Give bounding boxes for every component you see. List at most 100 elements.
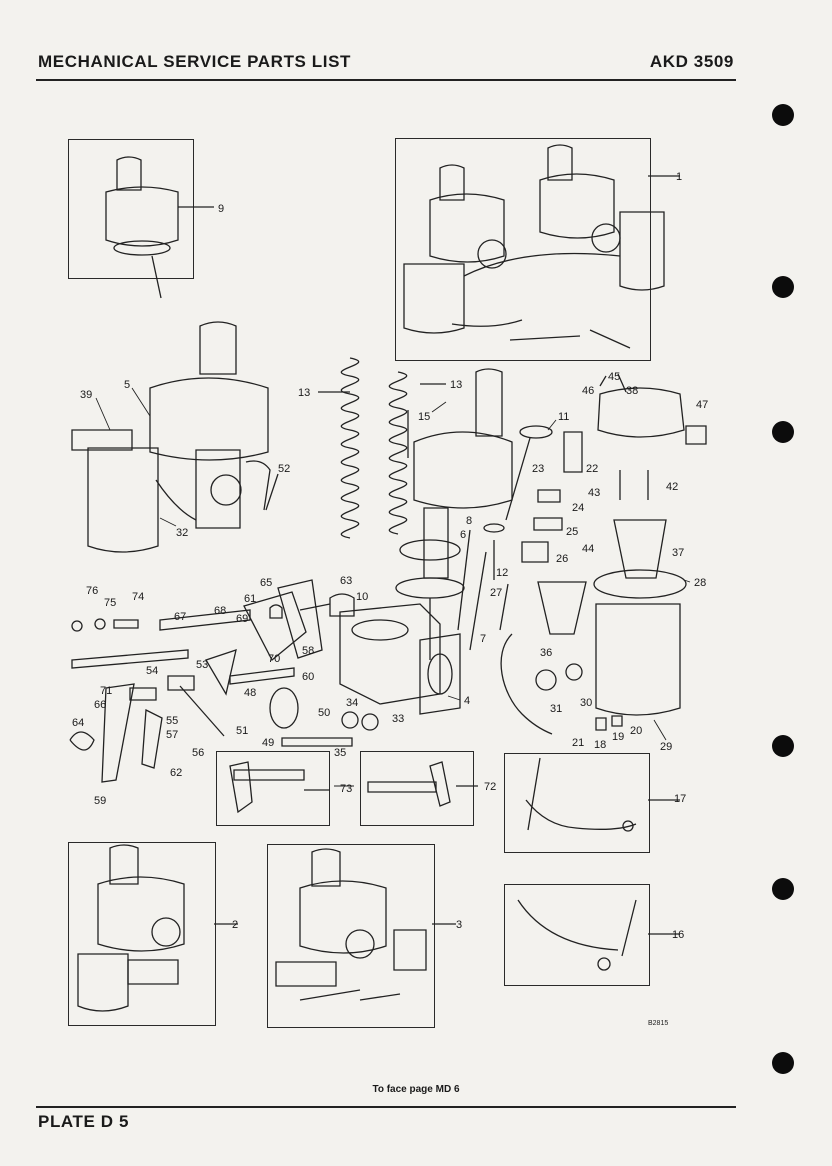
callout-19: 19: [612, 731, 624, 743]
callout-30: 30: [580, 697, 592, 709]
callout-1: 1: [676, 171, 682, 183]
callout-8: 8: [466, 515, 472, 527]
callout-63: 63: [340, 575, 352, 587]
suction-chamber-icon: [105, 156, 214, 299]
carburetter-single-icon: [71, 321, 279, 553]
callout-18: 18: [594, 739, 606, 751]
punch-hole-icon: [772, 735, 794, 757]
callout-69: 69: [236, 613, 248, 625]
callout-labels: 1 2 3 4 5 6 7 8 9 10 11 12 13 13 15 16 1…: [72, 171, 708, 941]
callout-54: 54: [146, 665, 158, 677]
callout-75: 75: [104, 597, 116, 609]
callout-58: 58: [302, 645, 314, 657]
callout-70: 70: [268, 653, 280, 665]
drawing-reference: B2815: [648, 1020, 669, 1027]
callout-36: 36: [540, 647, 552, 659]
callout-67: 67: [174, 611, 186, 623]
callout-21: 21: [572, 737, 584, 749]
callout-74: 74: [132, 591, 144, 603]
callout-35: 35: [334, 747, 346, 759]
callout-10: 10: [356, 591, 368, 603]
callout-26: 26: [556, 553, 568, 565]
leader-lines: [95, 387, 691, 787]
carburetter-single-icon: [77, 844, 238, 1012]
page-header-title: MECHANICAL SERVICE PARTS LIST: [38, 52, 352, 71]
fuel-pipe-icon: [500, 633, 623, 735]
callout-34: 34: [346, 697, 358, 709]
callout-6: 6: [460, 529, 466, 541]
page-header-code: AKD 3509: [649, 52, 734, 71]
callout-25: 25: [566, 526, 578, 538]
callout-11: 11: [558, 411, 569, 423]
float-chamber-icon: [537, 373, 707, 716]
callout-47: 47: [696, 399, 708, 411]
callout-71: 71: [100, 685, 112, 697]
carburetter-single-icon: [275, 848, 456, 1001]
callout-33: 33: [392, 713, 404, 725]
callout-28: 28: [694, 577, 706, 589]
callout-15: 15: [418, 411, 430, 423]
callout-3: 3: [456, 919, 462, 931]
callout-2: 2: [232, 919, 238, 931]
frame-item-17: [504, 753, 650, 853]
callout-13b: 13: [450, 379, 462, 391]
callout-46: 46: [582, 385, 594, 397]
callout-65: 65: [260, 577, 272, 589]
callout-48: 48: [244, 687, 256, 699]
callout-22: 22: [586, 463, 598, 475]
callout-9: 9: [218, 203, 224, 215]
callout-73: 73: [340, 783, 352, 795]
frame-item-3: [267, 844, 435, 1028]
callout-44: 44: [582, 543, 594, 555]
punch-hole-icon: [772, 878, 794, 900]
fuel-pipe-icon: [517, 757, 680, 971]
throttle-spindle-icon: [69, 579, 379, 783]
callout-16: 16: [672, 929, 684, 941]
callout-37: 37: [672, 547, 684, 559]
callout-7: 7: [480, 633, 486, 645]
callout-12: 12: [496, 567, 508, 579]
piston-spring-icon: [318, 357, 446, 539]
callout-17: 17: [674, 793, 686, 805]
footer-note: To face page MD 6: [372, 1084, 460, 1095]
carburetter-body-icon: [339, 603, 461, 715]
frame-item-72: [360, 751, 474, 826]
punch-hole-icon: [772, 1052, 794, 1074]
callout-49: 49: [262, 737, 274, 749]
callout-66: 66: [94, 699, 106, 711]
callout-61: 61: [244, 593, 256, 605]
callout-43: 43: [588, 487, 600, 499]
header-rule: [36, 79, 736, 81]
callout-42: 42: [666, 481, 678, 493]
callout-76: 76: [86, 585, 98, 597]
callout-52: 52: [278, 463, 290, 475]
punch-hole-icon: [772, 276, 794, 298]
callout-32: 32: [176, 527, 188, 539]
callout-72: 72: [484, 781, 496, 793]
callout-53: 53: [196, 659, 208, 671]
callout-31: 31: [550, 703, 562, 715]
callout-27: 27: [490, 587, 502, 599]
callout-62: 62: [170, 767, 182, 779]
callout-39: 39: [80, 389, 92, 401]
callout-50: 50: [318, 707, 330, 719]
callout-23: 23: [532, 463, 544, 475]
frame-item-16: [504, 884, 650, 986]
callout-20: 20: [630, 725, 642, 737]
plate-number: PLATE D 5: [38, 1112, 130, 1131]
callout-38: 38: [626, 385, 638, 397]
callout-68: 68: [214, 605, 226, 617]
callout-24: 24: [572, 502, 584, 514]
punch-hole-icon: [772, 104, 794, 126]
callout-51: 51: [236, 725, 248, 737]
callout-57: 57: [166, 729, 178, 741]
carburetter-pair-icon: [403, 144, 680, 349]
callout-64: 64: [72, 717, 84, 729]
throttle-spindle-icon: [229, 761, 478, 814]
callout-56: 56: [192, 747, 204, 759]
callout-4: 4: [464, 695, 470, 707]
callout-45: 45: [608, 371, 620, 383]
callout-5: 5: [124, 379, 130, 391]
